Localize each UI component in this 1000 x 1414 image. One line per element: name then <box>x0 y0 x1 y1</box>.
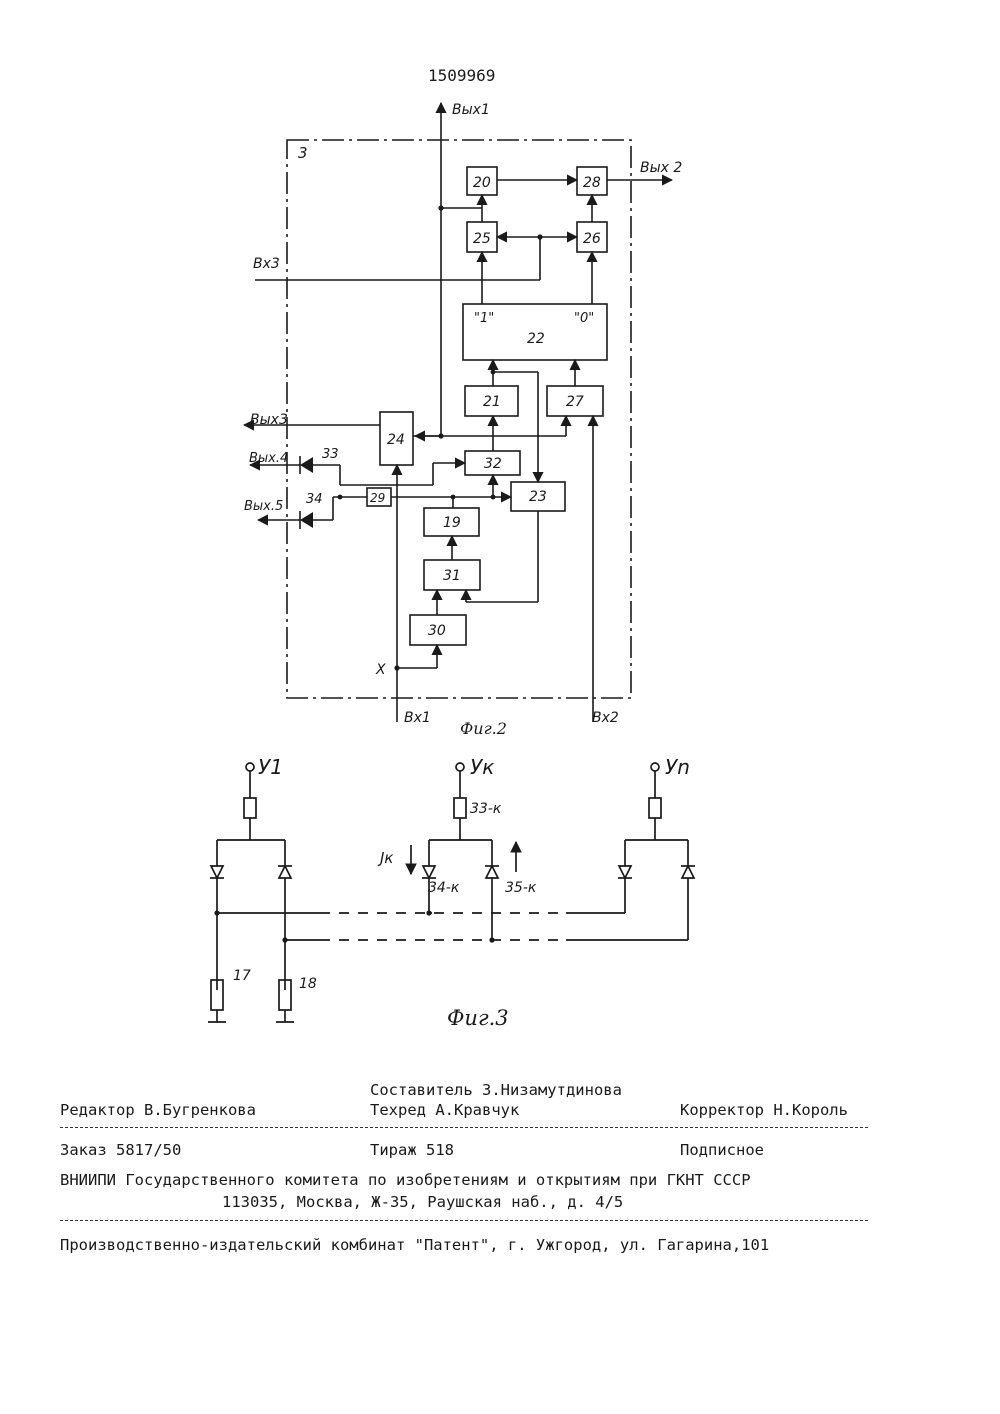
out3-label: Вых3 <box>250 412 288 428</box>
corrector: Корректор Н.Король <box>680 1101 848 1119</box>
diode-34-label: 34 <box>306 492 323 507</box>
fig3-caption: Фиг.3 <box>447 1006 509 1030</box>
composer: Составитель З.Низамутдинова <box>370 1081 622 1099</box>
block-3-label: 3 <box>298 144 308 162</box>
block-23: 23 <box>511 482 565 511</box>
block-30: 30 <box>410 615 466 645</box>
current-jk-label: Jк <box>377 849 393 867</box>
block-29: 29 <box>367 488 391 506</box>
svg-text:"0": "0" <box>574 311 594 326</box>
svg-text:19: 19 <box>443 515 461 531</box>
terminal-yk: Ук <box>470 755 494 779</box>
out2-label: Вых 2 <box>640 160 682 176</box>
svg-text:32: 32 <box>484 456 502 472</box>
svg-text:23: 23 <box>529 489 547 505</box>
in2-label: Вх2 <box>592 710 619 726</box>
org-line-1: ВНИИПИ Государственного комитета по изоб… <box>60 1171 751 1189</box>
svg-text:30: 30 <box>428 623 446 639</box>
block-19: 19 <box>424 508 479 536</box>
block-25: 25 <box>467 222 497 252</box>
svg-text:24: 24 <box>387 432 405 448</box>
block-22: "1" "0" 22 <box>463 304 607 360</box>
resistor-33k-label: 33-к <box>470 801 502 817</box>
block-21: 21 <box>465 386 518 416</box>
svg-text:27: 27 <box>566 394 584 410</box>
terminal-y1: У1 <box>258 755 283 779</box>
svg-text:20: 20 <box>473 175 491 191</box>
block-24: 24 <box>380 412 413 465</box>
print-run: Тираж 518 <box>370 1141 454 1159</box>
subscription: Подписное <box>680 1141 764 1159</box>
block-27: 27 <box>547 386 603 416</box>
svg-text:22: 22 <box>527 331 545 347</box>
in3-label: Вх3 <box>253 256 280 272</box>
diode-34k-label: 34-к <box>428 880 460 896</box>
org-line-2: 113035, Москва, Ж-35, Раушская наб., д. … <box>222 1193 623 1211</box>
resistor-17-label: 17 <box>233 968 251 984</box>
svg-text:21: 21 <box>483 394 501 410</box>
block-28: 28 <box>577 167 607 195</box>
order: Заказ 5817/50 <box>60 1141 181 1159</box>
diode-33-label: 33 <box>322 447 339 462</box>
svg-text:"1": "1" <box>474 311 494 326</box>
techred: Техред А.Кравчук <box>370 1101 519 1119</box>
svg-text:28: 28 <box>583 175 601 191</box>
figure-3: У1 17 18 Ук 33-к <box>208 755 695 1030</box>
fig2-caption: Фиг.2 <box>460 719 507 738</box>
block-26: 26 <box>577 222 607 252</box>
node-x-label: X <box>375 662 386 678</box>
out4-label: Вых.4 <box>249 451 288 466</box>
block-32: 32 <box>465 451 520 475</box>
printer: Производственно-издательский комбинат "П… <box>60 1236 769 1254</box>
block-31: 31 <box>424 560 480 590</box>
svg-text:29: 29 <box>370 491 385 505</box>
imprint-divider-2 <box>60 1220 868 1221</box>
resistor-18-label: 18 <box>299 976 317 992</box>
svg-text:25: 25 <box>473 231 491 247</box>
svg-text:26: 26 <box>583 231 601 247</box>
editor: Редактор В.Бугренкова <box>60 1101 256 1119</box>
out1-label: Вых1 <box>452 102 490 118</box>
in1-label: Вх1 <box>404 710 431 726</box>
figure-2: 3 Вых1 20 28 25 26 "1" "0" 22 21 27 24 3… <box>244 102 682 738</box>
svg-text:31: 31 <box>443 568 461 584</box>
out5-label: Вых.5 <box>244 499 283 514</box>
terminal-yn: Уn <box>665 755 690 779</box>
imprint-divider-1 <box>60 1127 868 1128</box>
block-20: 20 <box>467 167 497 195</box>
diode-35k-label: 35-к <box>505 880 537 896</box>
